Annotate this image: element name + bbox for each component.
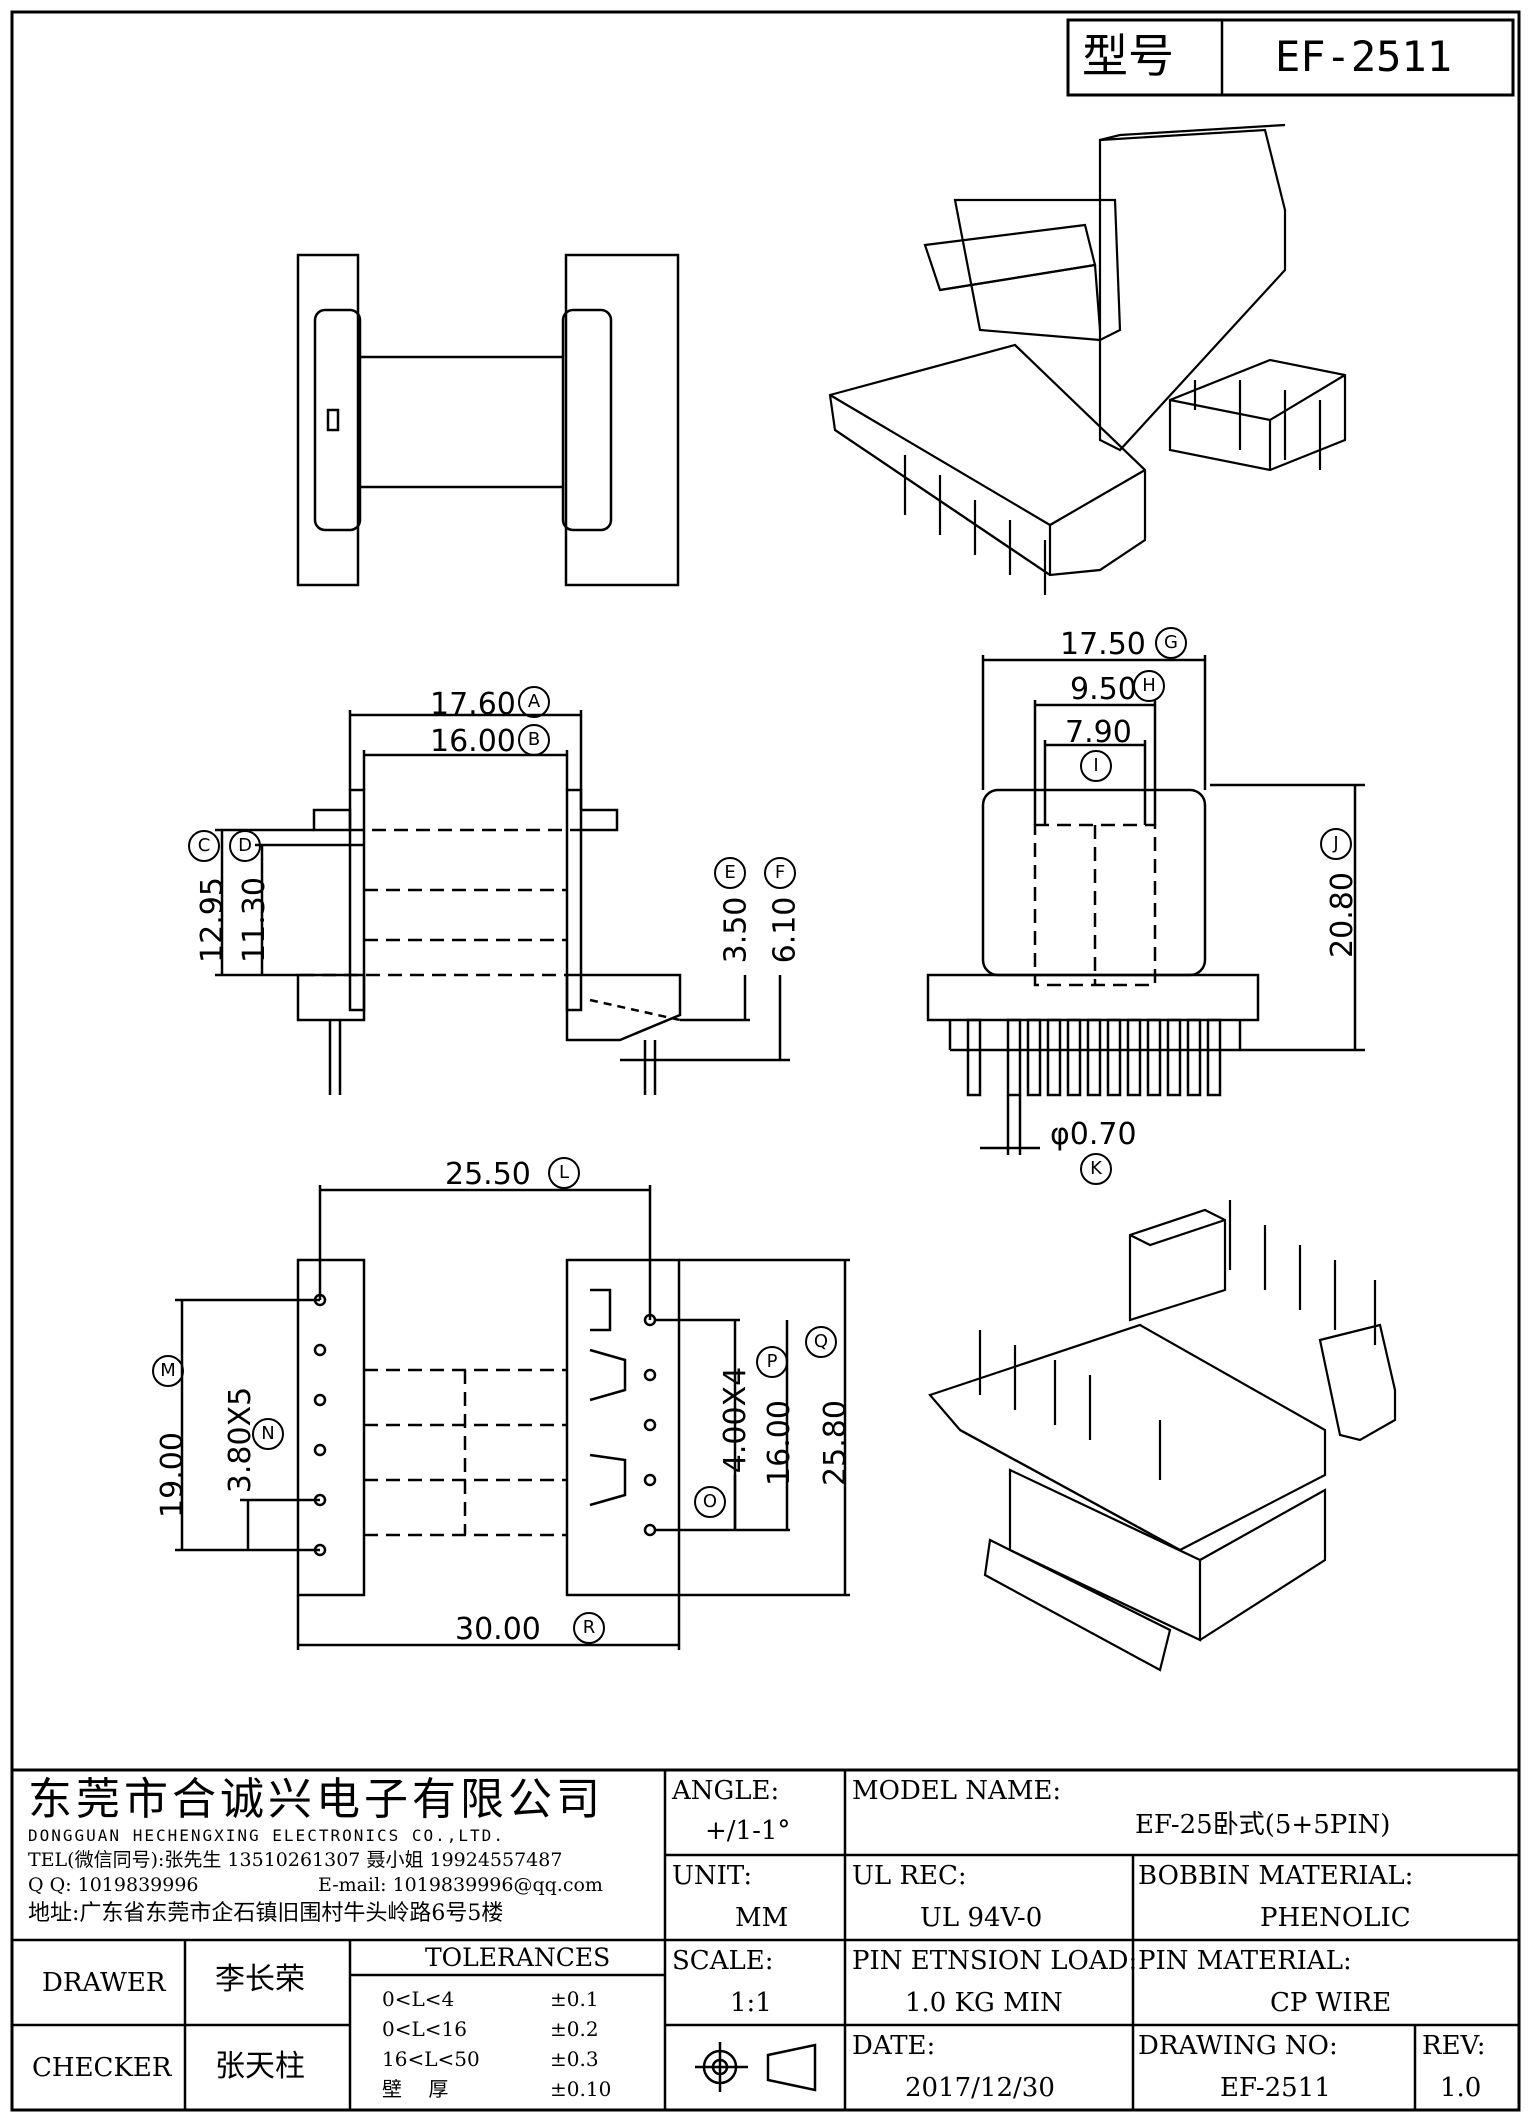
company-address: 地址:广东省东莞市企石镇旧围村牛头岭路6号5楼 xyxy=(28,1901,504,1926)
end-view-middle xyxy=(926,655,1365,1155)
rev-value: 1.0 xyxy=(1440,2073,1482,2103)
dim-a-letter: A xyxy=(518,686,550,718)
bottom-view xyxy=(175,1185,850,1650)
isometric-view-bottom xyxy=(928,1200,1397,1672)
checker-label: CHECKER xyxy=(32,2053,172,2083)
checker-name: 张天柱 xyxy=(215,2049,305,2084)
dim-n-value: 3.80X5 xyxy=(223,1386,259,1494)
dim-p2-value: 16.00 xyxy=(761,1400,797,1486)
model-value: EF-2511 xyxy=(1275,32,1453,81)
dim-m-letter: M xyxy=(152,1355,184,1387)
dim-c-value: 12.95 xyxy=(194,877,230,963)
tolerances-label: TOLERANCES xyxy=(425,1943,611,1972)
model-label: 型号 xyxy=(1082,29,1174,83)
drawer-name: 李长荣 xyxy=(215,1962,305,1997)
model-name-value: EF-25卧式(5+5PIN) xyxy=(1135,1810,1391,1840)
dim-e-value: 3.50 xyxy=(718,896,754,964)
tolerance-row: 0<L<16 ±0.2 xyxy=(380,2015,660,2045)
date-label: DATE: xyxy=(852,2031,936,2061)
pin-load-value: 1.0 KG MIN xyxy=(905,1988,1063,2018)
dim-g-letter: G xyxy=(1155,627,1187,659)
pin-holes-right xyxy=(643,1313,657,1537)
dim-k-letter: K xyxy=(1080,1153,1112,1185)
company-name-cn: 东莞市合诚兴电子有限公司 xyxy=(28,1774,604,1825)
tolerance-value: ±0.10 xyxy=(550,2077,612,2101)
pin-material-label: PIN MATERIAL: xyxy=(1138,1946,1352,1976)
angle-label: ANGLE: xyxy=(672,1776,780,1806)
pin-holes-left xyxy=(313,1293,327,1557)
tolerance-range: 0<L<4 xyxy=(382,1987,455,2011)
company-name-en: DONGGUAN HECHENGXING ELECTRONICS CO.,LTD… xyxy=(28,1826,505,1845)
dim-b-letter: B xyxy=(518,724,550,756)
dim-d-letter: D xyxy=(229,830,261,862)
dim-f-letter: F xyxy=(764,857,796,889)
dim-p-letter: P xyxy=(756,1346,788,1378)
dim-a-value: 17.60 xyxy=(430,687,516,722)
dim-j-value: 20.80 xyxy=(1324,872,1360,958)
ul-label: UL REC: xyxy=(852,1861,967,1891)
dim-e-letter: E xyxy=(714,857,746,889)
tolerance-row: 0<L<4 ±0.1 xyxy=(380,1985,660,2015)
dim-b-value: 16.00 xyxy=(430,724,516,759)
dim-h-letter: H xyxy=(1133,670,1165,702)
company-email: E-mail: 1019839996@qq.com xyxy=(318,1874,603,1896)
ul-value: UL 94V-0 xyxy=(920,1903,1043,1933)
model-name-label: MODEL NAME: xyxy=(852,1776,1062,1806)
dim-p-value: 4.00X4 xyxy=(718,1366,754,1474)
unit-label: UNIT: xyxy=(672,1861,753,1891)
bobbin-material-value: PHENOLIC xyxy=(1260,1903,1411,1933)
isometric-view-top xyxy=(828,123,1347,595)
dim-l-letter: L xyxy=(548,1157,580,1189)
pin-load-label: PIN ETNSION LOAD: xyxy=(852,1946,1138,1976)
tolerance-value: ±0.1 xyxy=(550,1987,599,2011)
drawing-border xyxy=(10,10,1521,2112)
company-qq: Q Q: 1019839996 xyxy=(28,1874,199,1896)
date-value: 2017/12/30 xyxy=(905,2073,1055,2103)
dim-k-value: φ0.70 xyxy=(1050,1117,1137,1152)
company-tel: TEL(微信同号):张先生 13510261307 聂小姐 1992455748… xyxy=(28,1849,563,1871)
dim-i-letter: I xyxy=(1080,750,1112,782)
dim-o-letter: O xyxy=(694,1486,726,1518)
tolerance-range: 壁 厚 xyxy=(382,2077,449,2101)
dim-m-value: 19.00 xyxy=(154,1432,190,1518)
pin-material-value: CP WIRE xyxy=(1270,1988,1392,2018)
drawer-label: DRAWER xyxy=(42,1968,166,1998)
rev-label: REV: xyxy=(1422,2031,1486,2061)
scale-label: SCALE: xyxy=(672,1946,774,1976)
dim-c-letter: C xyxy=(188,830,220,862)
drawing-no-value: EF-2511 xyxy=(1220,2073,1331,2103)
drawing-no-label: DRAWING NO: xyxy=(1138,2031,1338,2061)
tolerance-table: 0<L<4 ±0.1 0<L<16 ±0.2 16<L<50 ±0.3 壁 厚 … xyxy=(380,1985,660,2105)
dim-j-letter: J xyxy=(1320,828,1352,860)
tolerance-range: 0<L<16 xyxy=(382,2017,467,2041)
dim-r-value: 30.00 xyxy=(455,1612,541,1647)
tolerance-value: ±0.2 xyxy=(550,2017,599,2041)
tolerance-range: 16<L<50 xyxy=(382,2047,480,2071)
dim-i-value: 7.90 xyxy=(1065,715,1132,750)
dim-h-value: 9.50 xyxy=(1070,672,1137,707)
model-header-box xyxy=(1066,18,1515,97)
tolerance-row: 16<L<50 ±0.3 xyxy=(380,2045,660,2075)
tolerance-value: ±0.3 xyxy=(550,2047,599,2071)
angle-value: +/1-1° xyxy=(705,1816,791,1846)
dim-d-value: 11.30 xyxy=(236,877,272,963)
dim-q-value: 25.80 xyxy=(817,1400,853,1486)
title-block-lines xyxy=(12,1768,1519,2110)
tolerance-row: 壁 厚 ±0.10 xyxy=(380,2075,660,2105)
bobbin-material-label: BOBBIN MATERIAL: xyxy=(1138,1861,1414,1891)
dim-l-value: 25.50 xyxy=(445,1157,531,1192)
front-view-middle xyxy=(215,710,790,1095)
side-view-top xyxy=(296,253,680,587)
dim-f-value: 6.10 xyxy=(767,896,803,964)
dim-g-value: 17.50 xyxy=(1060,627,1146,662)
pins-end-view xyxy=(966,1018,1222,1097)
dim-n-letter: N xyxy=(252,1418,284,1450)
unit-value: MM xyxy=(735,1903,789,1933)
dim-r-letter: R xyxy=(573,1612,605,1644)
scale-value: 1:1 xyxy=(730,1988,772,2018)
dim-q-letter: Q xyxy=(805,1326,837,1358)
